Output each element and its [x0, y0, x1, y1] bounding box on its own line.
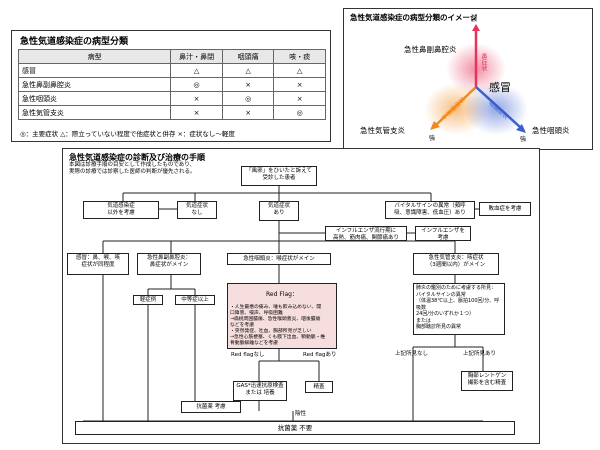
strong-left: 強	[429, 135, 436, 142]
box-sepsis: 敗血症を考慮	[479, 202, 531, 216]
cell: ×	[221, 77, 275, 92]
axis-label-nasal: 鼻症状	[480, 53, 487, 71]
cell: ◎	[221, 91, 275, 106]
label-negative: 陰性	[295, 411, 307, 417]
cell: ◎	[170, 77, 223, 92]
flowchart-panel: 急性気道感染症の診断及び治療の手順 本図は診療手順の目安として作成したものであり…	[62, 148, 540, 444]
header-nasal: 鼻汁・鼻閉	[170, 49, 223, 64]
label-finding-yes: 上記所見あり	[463, 351, 497, 357]
box-mild: 軽症例	[133, 295, 163, 305]
box-flu: インフルエンザを 考慮	[415, 226, 471, 241]
label-rf-yes: Red flagあり	[303, 352, 337, 358]
classification-table-panel: 急性気道感染症の病型分類 病型 鼻汁・鼻閉 咽頭痛 咳・痰 感冒 △ △ △ 急…	[11, 30, 331, 142]
header-type: 病型	[17, 49, 172, 64]
box-cold: 感冒：鼻、喉、咳 症状が同程度	[67, 253, 129, 275]
label-pharyngitis: 急性咽頭炎	[532, 126, 570, 135]
center-label: 感冒	[489, 81, 511, 94]
header-throat: 咽頭痛	[221, 49, 275, 64]
box-airway-none: 気道症状 なし	[177, 201, 217, 219]
tri-axis-diagram	[424, 24, 528, 135]
row-name: 急性鼻副鼻腔炎	[17, 77, 172, 92]
box-non-airway: 気道感染症 以外を考慮	[83, 201, 159, 219]
cell: ◎	[273, 105, 326, 120]
row-name: 感冒	[17, 63, 172, 78]
flow-title: 急性気道感染症の診断及び治療の手順	[69, 153, 205, 162]
row-name: 急性気管支炎	[17, 105, 172, 120]
red-flag-title: Red Flag：	[266, 290, 298, 298]
classification-image-panel: 急性気道感染症の病型分類のイメージ 急性鼻副鼻腔炎 強 鼻症状 感冒	[343, 8, 593, 150]
cell: △	[221, 63, 275, 78]
box-airway-yes: 気道症状 あり	[259, 201, 299, 221]
table-legend: ◎：主要症状 △：際立っていない程度で他症状と併存 ×：症状なし～軽度	[20, 130, 235, 138]
box-red-flag: Red Flag： ・人生最悪の痛み、唾も飲み込めない、開 口障害、嗄声、呼吸困…	[227, 283, 337, 349]
cell: ×	[170, 105, 223, 120]
cell: ×	[273, 77, 326, 92]
flow-note: 本図は診療手順の目安として作成したものであり、 実際の診療では診察した医師の判断…	[69, 162, 196, 175]
box-gas: GAS*迅速抗原検査 または 培養	[233, 381, 287, 401]
table-row: 急性気管支炎 × × ◎	[17, 105, 326, 120]
axis-left	[435, 86, 477, 126]
arrow-top-icon	[472, 24, 480, 31]
box-start: 「風邪」をひいたと訴えて 受診した患者	[241, 166, 317, 186]
row-name: 急性咽頭炎	[17, 91, 172, 106]
box-flu-epidemic: インフルエンザ流行期に 高熱、筋肉痛、関節痛あり	[325, 226, 407, 241]
label-rf-no: Red flagなし	[231, 352, 265, 358]
table-row: 感冒 △ △ △	[17, 63, 326, 78]
classification-table: 病型 鼻汁・鼻閉 咽頭痛 咳・痰 感冒 △ △ △ 急性鼻副鼻腔炎 ◎ × × …	[17, 49, 326, 120]
image-title: 急性気道感染症の病型分類のイメージ	[350, 13, 478, 22]
cell: △	[170, 63, 223, 78]
table-title: 急性気道感染症の病型分類	[20, 37, 129, 47]
label-finding-no: 上記所見なし	[395, 351, 429, 357]
cell: ×	[221, 105, 275, 120]
axis-right	[475, 86, 521, 128]
strong-right: 強	[520, 136, 527, 143]
header-cough: 咳・痰	[273, 49, 326, 64]
cell: ×	[273, 91, 326, 106]
cell: △	[273, 63, 326, 78]
box-vital: バイタルサインの異常（頻呼 吸、意識障害、低血圧）あり	[385, 201, 475, 219]
arrow-right-icon	[516, 124, 526, 133]
box-pneumonia: 肺炎の鑑別のために考慮する所見： バイタルサインの異常 （体温38℃以上、脈拍1…	[413, 283, 505, 335]
box-refer: 精査	[305, 381, 333, 393]
box-xray: 胸部レントゲン 撮影を含む精査	[461, 371, 513, 391]
arrow-left-icon	[430, 121, 440, 130]
red-flag-body: ・人生最悪の痛み、唾も飲み込めない、開 口障害、嗄声、呼吸困難 →扁桃周囲膿瘍、…	[230, 304, 326, 346]
cell: ×	[170, 91, 223, 106]
box-moderate: 中等症以上	[175, 295, 215, 305]
box-antibiotic-consider: 抗菌薬 考慮	[181, 401, 241, 413]
label-rhinosinusitis: 急性鼻副鼻腔炎	[404, 45, 457, 54]
table-row: 急性咽頭炎 × ◎ ×	[17, 91, 326, 106]
table-row: 急性鼻副鼻腔炎 ◎ × ×	[17, 77, 326, 92]
box-pharyngitis: 急性咽頭炎：喉症状がメイン	[227, 253, 331, 265]
box-rhinosinusitis: 急性鼻副鼻腔炎： 鼻症状がメイン	[137, 253, 201, 275]
box-bronchitis: 急性気管支炎：咳症状 （3週間以内）がメイン	[413, 253, 499, 275]
strong-top: 強	[471, 16, 478, 23]
table-header-row: 病型 鼻汁・鼻閉 咽頭痛 咳・痰	[17, 49, 326, 64]
box-no-antibiotic: 抗菌薬 不要	[75, 421, 515, 435]
label-bronchitis: 急性気管支炎	[360, 126, 405, 135]
